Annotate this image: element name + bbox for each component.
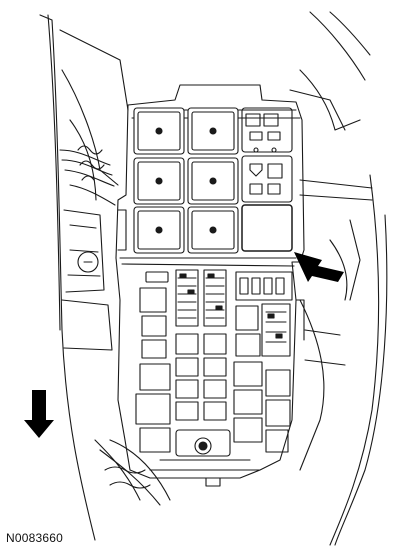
relay-slot-lower-right xyxy=(241,204,293,252)
relay-grid xyxy=(133,107,293,254)
body-panel-right xyxy=(289,11,388,546)
down-direction-arrow xyxy=(24,390,54,438)
mini-relay-area xyxy=(241,107,293,203)
fuse-section xyxy=(135,269,293,487)
wiring-harness xyxy=(59,145,171,506)
figure-id-label: N0083660 xyxy=(6,531,63,545)
body-panel-left xyxy=(39,14,129,541)
component-pointer-arrow xyxy=(294,252,344,282)
